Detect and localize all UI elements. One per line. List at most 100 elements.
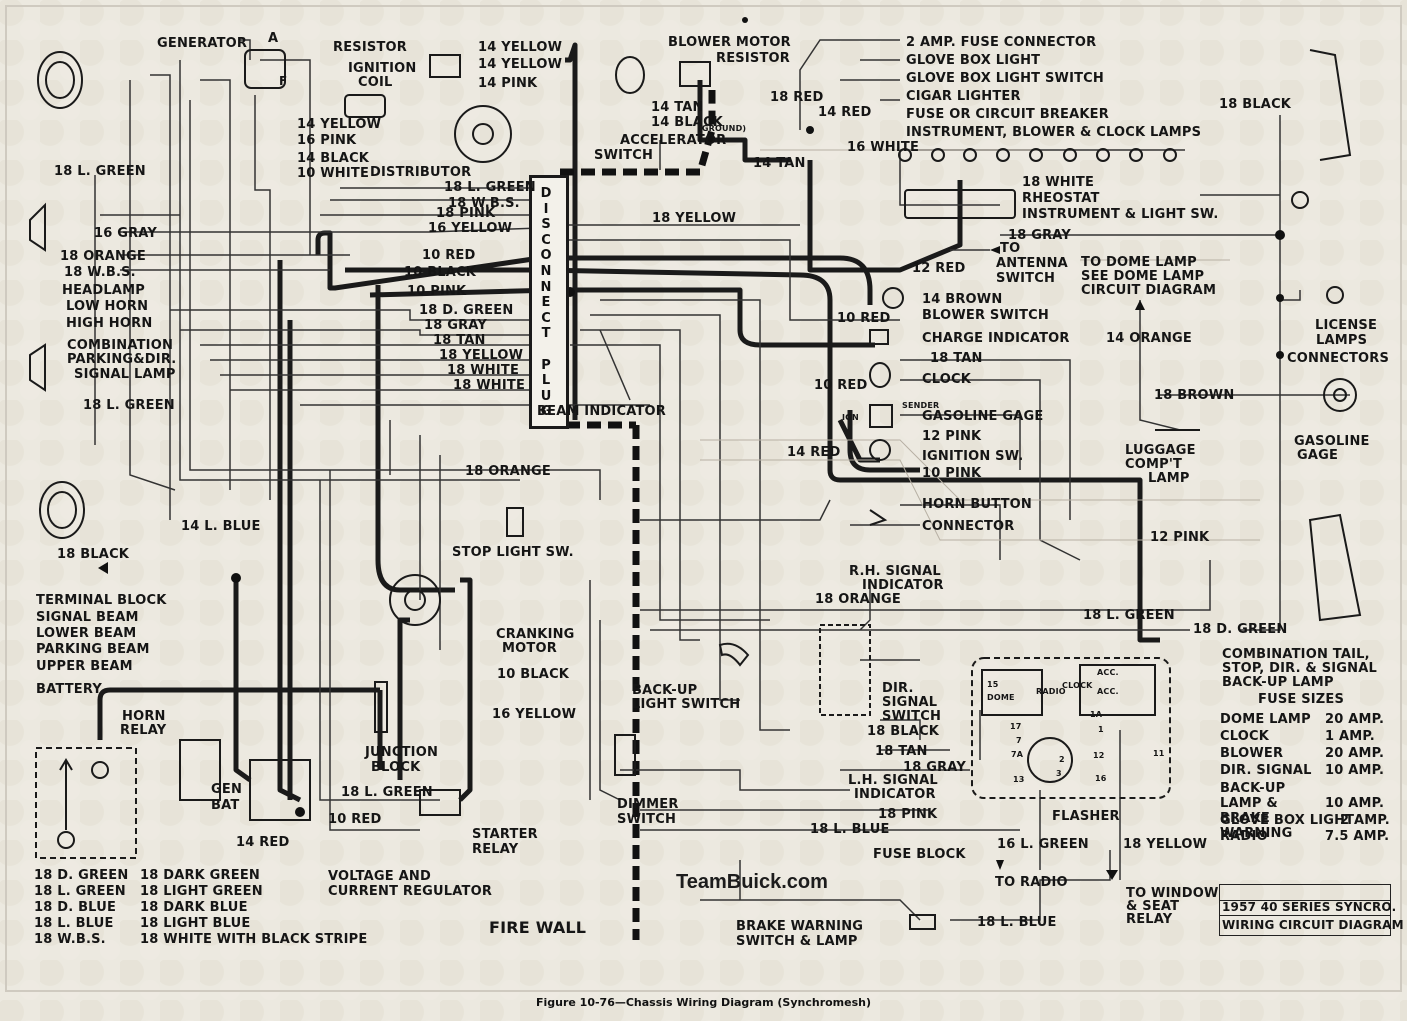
fuse-size-value: 1 AMP. [1325, 729, 1375, 744]
wire-label: 18 L. GREEN [341, 785, 433, 800]
wire-label: (GROUND) [698, 124, 747, 133]
wire-label: 14 BROWN [922, 292, 1003, 307]
wire-label: 16 YELLOW [492, 707, 577, 722]
title-block-divider [1220, 915, 1390, 916]
to-dome-lamp-label-2: SEE DOME LAMP [1081, 269, 1205, 284]
fuse-block-term: 3 [1056, 769, 1062, 778]
wire-label: 18 GRAY [1008, 228, 1071, 243]
resistor-label: RESISTOR [333, 40, 407, 55]
disconnect-plug-label: D I S C O N N E C T P L U G [533, 186, 559, 420]
fuse-size-name: DOME LAMP [1220, 712, 1311, 727]
legend-full: 18 LIGHT BLUE [140, 916, 251, 931]
plug-letter: T [541, 326, 551, 342]
battery-label: BATTERY [36, 682, 102, 697]
connectors-label: CONNECTORS [1287, 351, 1390, 366]
ignition-coil-label-2: COIL [358, 75, 393, 90]
wire-label: 10 PINK [922, 466, 982, 481]
wire-label: 18 ORANGE [60, 249, 146, 264]
legend-abbr: 18 W.B.S. [34, 932, 106, 947]
wire-label: 18 ORANGE [815, 592, 901, 607]
to-window-label-1: TO WINDOW [1126, 886, 1219, 901]
wire-label: 18 BLACK [57, 547, 130, 562]
fuse-size-value: 20 AMP. [1325, 712, 1385, 727]
watermark: TeamBuick.com [676, 871, 828, 893]
wire-label: 14 BLACK [297, 151, 370, 166]
charge-indicator-label: CHARGE INDICATOR [922, 331, 1070, 346]
wire-label: 16 L. GREEN [997, 837, 1089, 852]
backup-switch-label-2: LIGHT SWITCH [632, 697, 741, 712]
high-horn-label: HIGH HORN [66, 316, 153, 331]
wire-label: 18 TAN [433, 333, 486, 348]
instrument-light-switch-label: INSTRUMENT & LIGHT SW. [1022, 207, 1219, 222]
combination-lamp-label-3: SIGNAL LAMP [74, 367, 176, 382]
dir-switch-label-1: DIR. [882, 681, 914, 696]
wire-label: 14 RED [818, 105, 872, 120]
horn-button-label: HORN BUTTON [922, 497, 1032, 512]
fuse-size-name: CLOCK [1220, 729, 1270, 744]
connector-label: CONNECTOR [922, 519, 1015, 534]
generator-a-label: A [268, 31, 279, 46]
wire-label: 18 D. GREEN [1193, 622, 1288, 637]
sender-label: SENDER [902, 401, 940, 410]
wire-label: 14 TAN [753, 156, 806, 171]
to-antenna-label-1: TO [1000, 241, 1021, 256]
fuse-block-term: CLOCK [1062, 681, 1093, 690]
to-window-label-2: & SEAT [1126, 899, 1180, 914]
fuse-block-term: 12 [1093, 751, 1105, 760]
dimmer-switch-label-2: SWITCH [617, 812, 677, 827]
beam-indicator-label: BEAM INDICATOR [537, 404, 666, 419]
flasher-label: FLASHER [1052, 809, 1120, 824]
wire-label: 18 L. GREEN [54, 164, 146, 179]
wire-label: 14 RED [236, 835, 290, 850]
cranking-motor-label-2: MOTOR [502, 641, 557, 656]
plug-letter: N [540, 279, 552, 295]
wire-label: 14 TAN [651, 100, 704, 115]
generator-label: GENERATOR [157, 36, 248, 51]
plug-letter: E [541, 295, 551, 311]
wire-label: 10 BLACK [497, 667, 570, 682]
gasoline-gage-label: GASOLINE GAGE [922, 409, 1044, 424]
blower-resistor-label: RESISTOR [716, 51, 790, 66]
terminal-block-label: TERMINAL BLOCK [36, 593, 167, 608]
accelerator-switch-label-2: SWITCH [594, 148, 654, 163]
starter-relay-label-1: STARTER [472, 827, 538, 842]
legend-abbr: 18 L. BLUE [34, 916, 114, 931]
fuse-size-value: 2 AMP. [1340, 813, 1390, 828]
wire-label: 14 ORANGE [1106, 331, 1192, 346]
plug-letter: U [540, 388, 552, 404]
wire-label: 18 W.B.S. [448, 196, 520, 211]
fuse-block-term: 7A [1011, 750, 1024, 759]
rheostat-label: RHEOSTAT [1022, 191, 1100, 206]
horn-relay-label-2: RELAY [120, 723, 167, 738]
legend-abbr: 18 D. BLUE [34, 900, 117, 915]
legend-full: 18 WHITE WITH BLACK STRIPE [140, 932, 368, 947]
plug-letter: C [541, 310, 551, 326]
fuse-block-term: 1A [1090, 710, 1103, 719]
voltage-regulator-label-2: CURRENT REGULATOR [328, 884, 493, 899]
fuse-block-term: 11 [1153, 749, 1165, 758]
lh-signal-label-1: L.H. SIGNAL [848, 773, 938, 788]
wire-label: 18 L. GREEN [83, 398, 175, 413]
wire-label: 10 WHITE [297, 166, 370, 181]
legend-abbr: 18 D. GREEN [34, 868, 129, 883]
fuse-block-term: ACC. [1097, 687, 1119, 696]
glove-box-switch-label: GLOVE BOX LIGHT SWITCH [906, 71, 1104, 86]
figure-caption: Figure 10-76—Chassis Wiring Diagram (Syn… [535, 996, 872, 1009]
wire-label: 18 YELLOW [439, 348, 524, 363]
wire-label: 14 BLACK [651, 115, 724, 130]
wire-label: 18 YELLOW [652, 211, 737, 226]
wire-label: 14 RED [787, 445, 841, 460]
headlamp-label: HEADLAMP [62, 283, 146, 298]
wire-label: 10 RED [837, 311, 891, 326]
wire-label: 18 TAN [875, 744, 928, 759]
wire-label: 18 ORANGE [465, 464, 551, 479]
wire-label: 18 WHITE [447, 363, 520, 378]
bat-terminal-label: BAT [211, 798, 240, 813]
wire-label: 16 YELLOW [428, 221, 513, 236]
low-horn-label: LOW HORN [66, 299, 149, 314]
wire-label: 10 PINK [407, 284, 467, 299]
ign-label: IGN [842, 413, 859, 422]
wire-label: 18 WHITE [1022, 175, 1095, 190]
backup-switch-label-1: BACK-UP [632, 683, 698, 698]
fuse-block-term: 1 [1098, 725, 1104, 734]
